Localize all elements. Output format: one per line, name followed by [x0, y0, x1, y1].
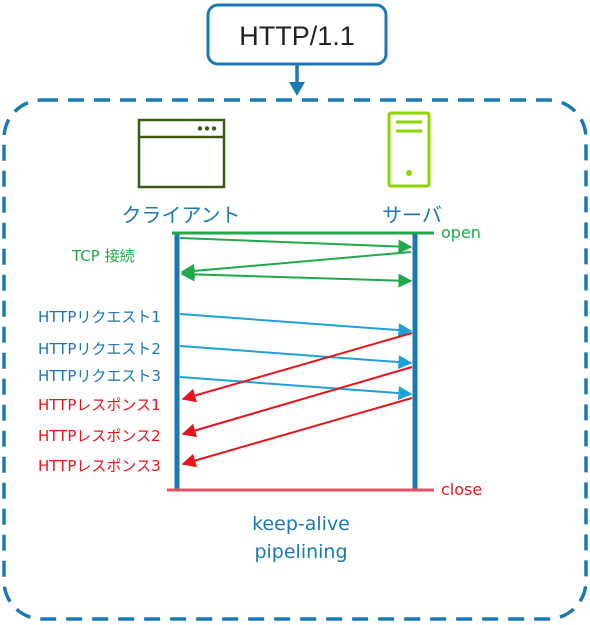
title-box: HTTP/1.1	[206, 3, 388, 66]
tcp-ack-arrow	[180, 267, 413, 288]
response-arrow-3	[181, 397, 413, 468]
tcp-synack-arrow	[180, 251, 412, 278]
server-label: サーバ	[382, 203, 442, 227]
pipelining-label: pipelining	[254, 541, 347, 563]
client-label: クライアント	[121, 203, 240, 227]
title-text: HTTP/1.1	[239, 21, 355, 51]
response-arrow-1	[181, 332, 413, 403]
tcp-syn-arrow	[179, 237, 413, 254]
keep-alive-label: keep-alive	[252, 513, 350, 535]
request-arrow-2	[179, 345, 413, 370]
request-label-3: HTTPリクエスト3	[38, 367, 161, 385]
request-arrow-1	[179, 313, 413, 338]
open-label: open	[441, 223, 481, 242]
response-arrow-2	[181, 366, 413, 438]
response-label-2: HTTPレスポンス2	[38, 427, 161, 445]
response-label-3: HTTPレスポンス3	[38, 457, 161, 475]
dashed-container	[2, 98, 588, 621]
browser-window-icon	[137, 118, 226, 189]
tcp-label: TCP 接続	[71, 247, 135, 265]
request-label-2: HTTPリクエスト2	[38, 340, 161, 358]
response-label-1: HTTPレスポンス1	[38, 396, 161, 414]
title-connector-arrowhead	[289, 82, 305, 96]
close-label: close	[441, 480, 482, 499]
server-tower-icon	[387, 111, 431, 188]
request-label-1: HTTPリクエスト1	[38, 308, 161, 326]
request-arrow-3	[179, 376, 413, 401]
